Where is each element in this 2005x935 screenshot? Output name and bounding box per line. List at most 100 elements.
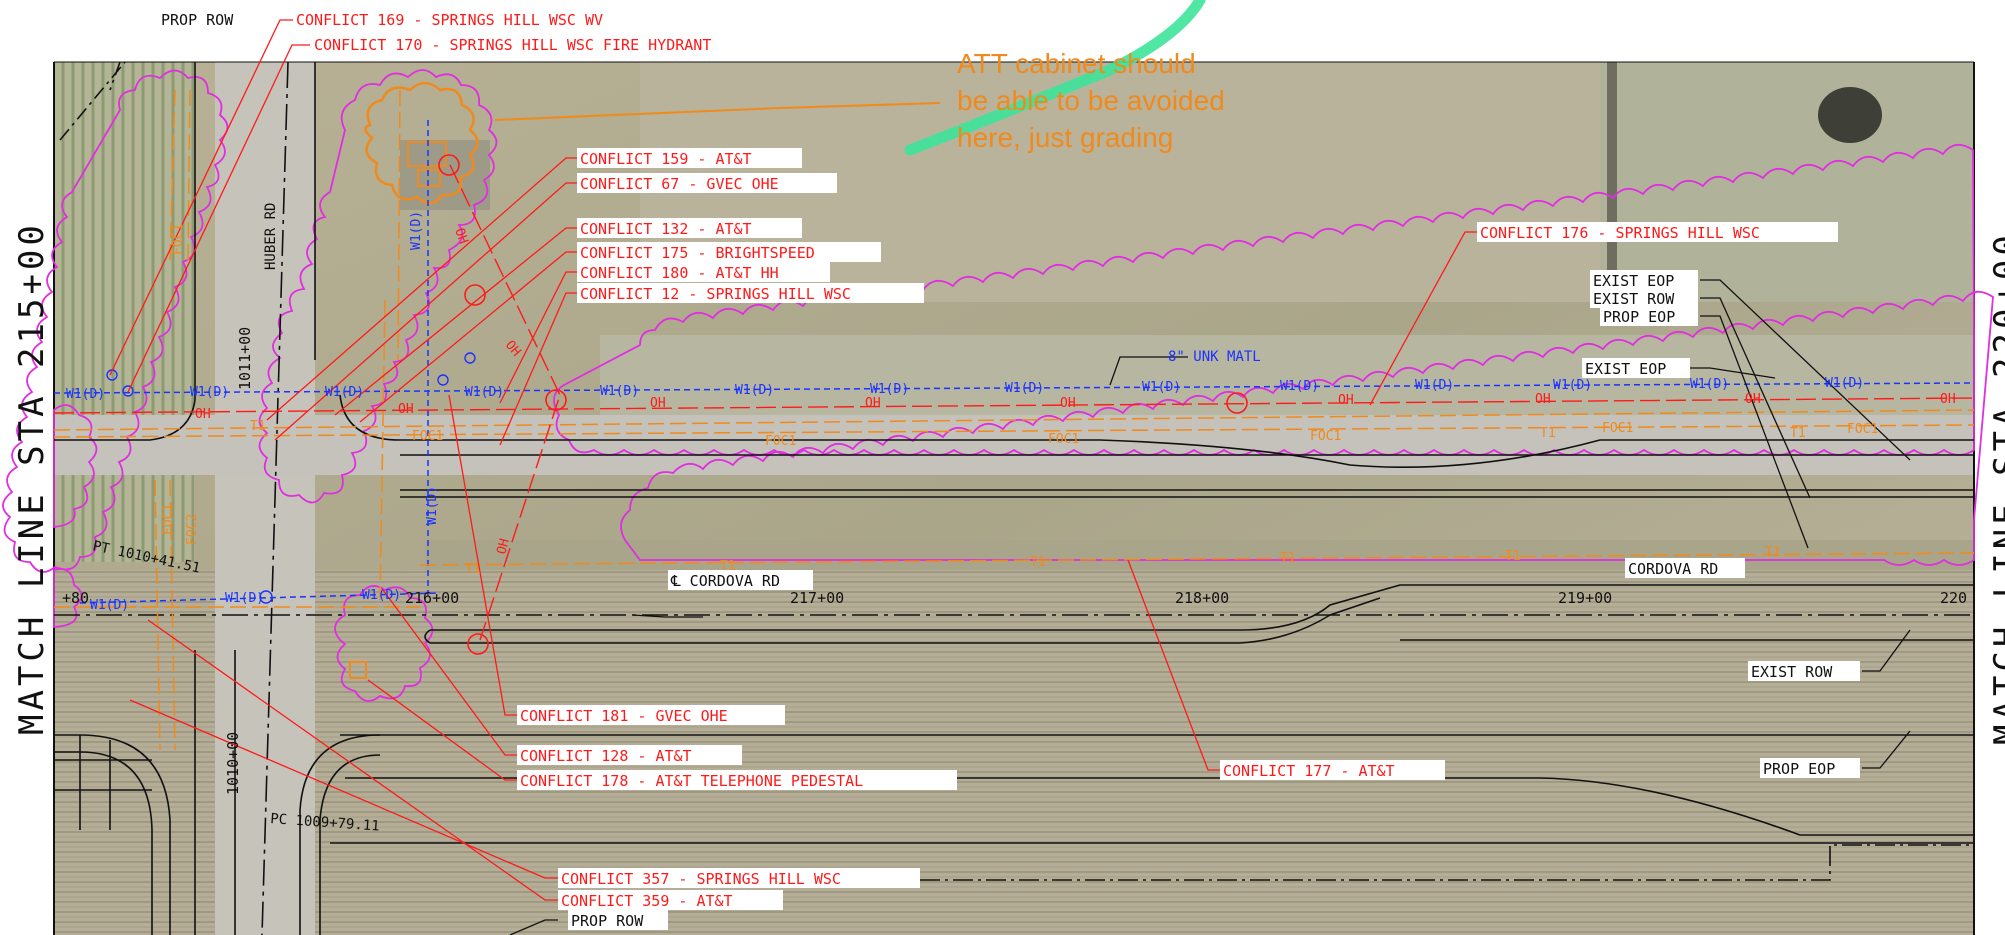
water-valve-icon (122, 385, 134, 397)
svg-text:OH: OH (195, 407, 211, 422)
pc-station-label: PC 1009+79.11 (270, 811, 380, 835)
svg-text:OH: OH (451, 226, 470, 246)
conflict-label-175: CONFLICT 175 - BRIGHTSPEED (577, 242, 881, 262)
huber-rd-centerline (261, 61, 289, 935)
svg-text:EXIST ROW: EXIST ROW (1751, 663, 1833, 681)
svg-text:CONFLICT 67 - GVEC OHE: CONFLICT 67 - GVEC OHE (580, 175, 779, 193)
station-220: 220 (1940, 589, 1967, 607)
svg-text:T1: T1 (720, 559, 736, 574)
median-nose (424, 629, 431, 644)
att-cabinet-cloud (364, 81, 479, 205)
svg-text:OH: OH (494, 537, 513, 556)
pole-icon (464, 284, 486, 306)
roadway-linework (54, 61, 1974, 935)
svg-text:FOC1: FOC1 (161, 504, 176, 535)
svg-text:here, just grading: here, just grading (957, 122, 1173, 153)
conflict-label-176: CONFLICT 176 - SPRINGS HILL WSC (1477, 222, 1838, 242)
svg-text:W1(D): W1(D) (1142, 380, 1181, 395)
svg-text:T1: T1 (1790, 426, 1806, 441)
svg-text:CONFLICT 132 - AT&T: CONFLICT 132 - AT&T (580, 220, 752, 238)
svg-text:EXIST ROW: EXIST ROW (1593, 290, 1675, 308)
svg-text:CONFLICT 177 - AT&T: CONFLICT 177 - AT&T (1223, 762, 1395, 780)
pole-icon (467, 633, 489, 655)
cordova-rd-centerline-label: ℄ CORDOVA RD (668, 570, 813, 590)
conflict-label-170: CONFLICT 170 - SPRINGS HILL WSC FIRE HYD… (311, 34, 822, 54)
svg-text:CORDOVA RD: CORDOVA RD (1628, 560, 1718, 578)
svg-text:W1(D): W1(D) (1553, 378, 1592, 393)
svg-text:CONFLICT 175 - BRIGHTSPEED: CONFLICT 175 - BRIGHTSPEED (580, 244, 815, 262)
match-line-left: MATCH LINE STA 215+00 (12, 221, 52, 735)
feature-labels: PROP ROW EXIST EOP EXIST ROW PROP EOP EX… (91, 9, 1860, 930)
svg-text:W1(D): W1(D) (425, 486, 440, 525)
svg-text:CONFLICT 357 - SPRINGS HILL WS: CONFLICT 357 - SPRINGS HILL WSC (561, 870, 841, 888)
svg-text:T1: T1 (1765, 545, 1781, 560)
cordova-rd-label: CORDOVA RD (1625, 558, 1745, 578)
conflict-labels: CONFLICT 169 - SPRINGS HILL WSC WV CONFL… (293, 9, 1838, 910)
conflict-label-180: CONFLICT 180 - AT&T HH (577, 262, 830, 282)
prop-eop-label-1: PROP EOP (1600, 306, 1698, 326)
cloud-intersection-west (2, 69, 229, 573)
svg-text:EXIST EOP: EXIST EOP (1585, 360, 1666, 378)
svg-text:CONFLICT 128 - AT&T: CONFLICT 128 - AT&T (520, 747, 692, 765)
svg-text:CONFLICT 178 - AT&T TELEPHONE: CONFLICT 178 - AT&T TELEPHONE PEDESTAL (520, 772, 863, 790)
svg-text:T1: T1 (465, 562, 481, 577)
svg-text:OH: OH (650, 396, 666, 411)
svg-text:be able to be avoided: be able to be avoided (957, 85, 1225, 116)
median-north (430, 584, 1974, 631)
huber-rd-label: HUBER RD (263, 203, 279, 270)
cloud-west-edge (53, 404, 98, 628)
svg-text:W1(D): W1(D) (1005, 381, 1044, 396)
conflict-label-12: CONFLICT 12 - SPRINGS HILL WSC (577, 283, 924, 303)
label-leaders (509, 279, 1911, 935)
svg-text:T1: T1 (1540, 426, 1556, 441)
station-218: 218+00 (1175, 589, 1229, 607)
svg-text:OH: OH (1940, 392, 1956, 407)
svg-text:T1: T1 (250, 419, 266, 434)
svg-text:W1(D): W1(D) (1825, 376, 1864, 391)
telecom-lines (53, 89, 1975, 751)
svg-text:FOC1: FOC1 (1847, 422, 1878, 437)
station-labels: 216+00 217+00 218+00 219+00 220 +80 1011… (62, 327, 1967, 795)
svg-text:CONFLICT 180 - AT&T HH: CONFLICT 180 - AT&T HH (580, 264, 779, 282)
station-80: +80 (62, 589, 89, 607)
conflict-label-359: CONFLICT 359 - AT&T (558, 890, 783, 910)
svg-text:PROP ROW: PROP ROW (571, 912, 644, 930)
curb-sw (299, 734, 381, 935)
svg-text:CONFLICT 176 - SPRINGS HILL WS: CONFLICT 176 - SPRINGS HILL WSC (1480, 224, 1760, 242)
station-219: 219+00 (1558, 589, 1612, 607)
conflict-label-128: CONFLICT 128 - AT&T (517, 745, 742, 765)
median-south (430, 597, 1381, 644)
svg-text:W1(D): W1(D) (190, 385, 229, 400)
prop-row-label-north: PROP ROW (158, 9, 254, 29)
utility-symbols (438, 154, 1248, 655)
conflict-label-178: CONFLICT 178 - AT&T TELEPHONE PEDESTAL (517, 770, 957, 790)
svg-text:W1(D): W1(D) (465, 385, 504, 400)
prop-eop-label-2: PROP EOP (1760, 758, 1860, 778)
exist-row-label-2: EXIST ROW (1748, 661, 1860, 681)
conflict-label-132: CONFLICT 132 - AT&T (577, 218, 802, 238)
edge-south-2 (345, 777, 1974, 836)
svg-text:CONFLICT 159 - AT&T: CONFLICT 159 - AT&T (580, 150, 752, 168)
aerial-photo (54, 62, 1975, 935)
svg-text:CONFLICT 12 - SPRINGS HILL WSC: CONFLICT 12 - SPRINGS HILL WSC (580, 285, 851, 303)
review-comment: ATT cabinet should be able to be avoided… (957, 48, 1225, 153)
station-217: 217+00 (790, 589, 844, 607)
svg-text:W1(D): W1(D) (409, 211, 424, 250)
svg-text:FOC1: FOC1 (1310, 429, 1341, 444)
water-valve-icon (259, 590, 273, 604)
conflict-label-177: CONFLICT 177 - AT&T (1220, 760, 1445, 780)
match-line-right: MATCH LINE STA 220+00 (1987, 231, 2005, 745)
svg-text:OH: OH (1745, 392, 1761, 407)
svg-text:CONFLICT 359 - AT&T: CONFLICT 359 - AT&T (561, 892, 733, 910)
svg-text:W1(D): W1(D) (735, 383, 774, 398)
curb-sw-2 (319, 754, 381, 935)
station-216: 216+00 (405, 589, 459, 607)
svg-text:OH: OH (865, 396, 881, 411)
svg-text:ATT cabinet should: ATT cabinet should (957, 48, 1196, 79)
svg-text:FOC1: FOC1 (1602, 421, 1633, 436)
utility-tags: W1(D) W1(D) W1(D) W1(D) W1(D) W1(D) W1(D… (66, 211, 1956, 613)
conflict-leaders (109, 19, 1477, 901)
pole-icon (1226, 392, 1248, 414)
water-valve-icon (437, 374, 449, 386)
svg-text:W1(D): W1(D) (1690, 377, 1729, 392)
